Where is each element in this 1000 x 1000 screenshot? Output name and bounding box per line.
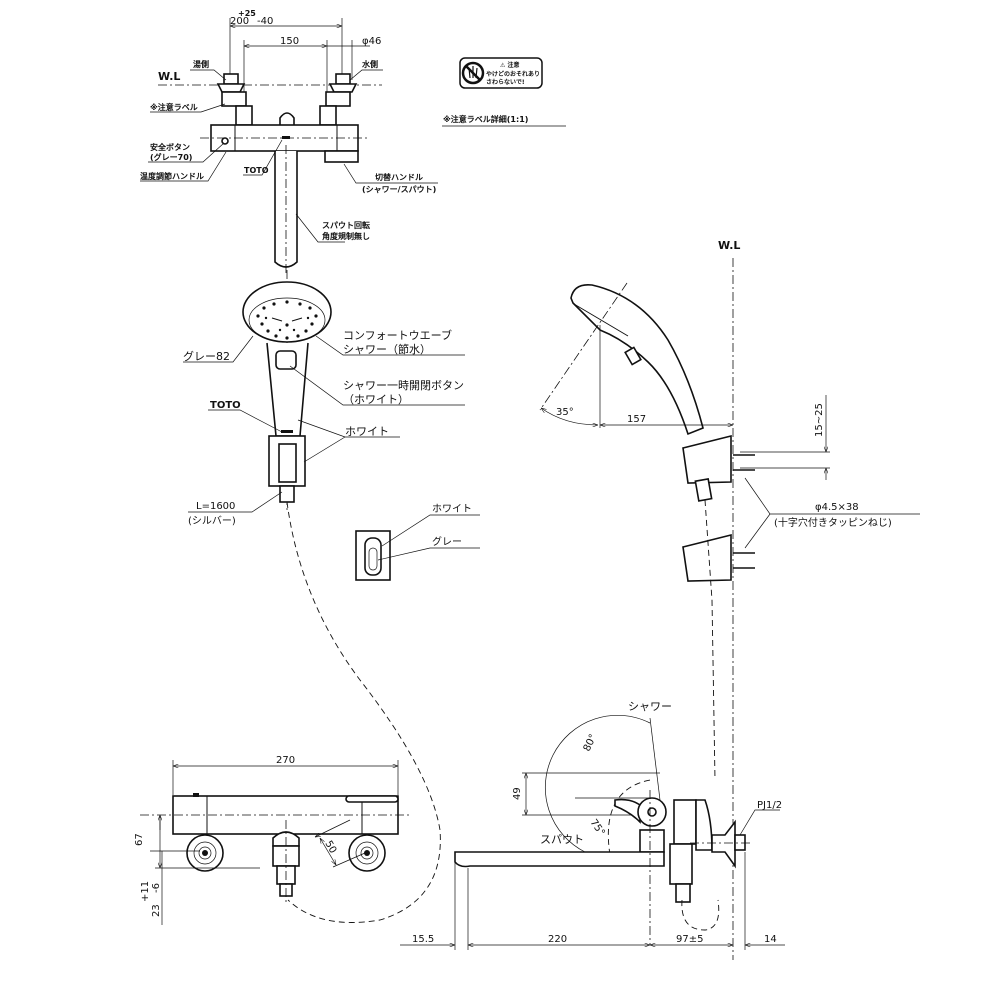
hot-inlet-wheel <box>186 834 224 872</box>
spout-side <box>454 851 665 868</box>
dim-200: 200 <box>230 16 249 27</box>
pipe-thread-label: PJ1/2 <box>757 800 782 811</box>
dim-14: 14 <box>764 934 777 945</box>
dim-97: 97±5 <box>676 934 703 945</box>
safety-button-icon <box>221 137 229 145</box>
safety-button-label: 安全ボタン <box>150 142 190 152</box>
spray-holes <box>256 300 318 340</box>
angle-arc <box>544 714 651 853</box>
spout-rotation-label: スパウト回転 <box>322 220 370 230</box>
shower-head-front: グレー82 コンフォートウエーブ シャワー（節水） シャワー一時開閉ボタン （ホ… <box>183 270 465 527</box>
lower-holder-side <box>682 533 732 582</box>
dim-tol-plus-11: +11 <box>140 881 151 902</box>
spout-direction-label: スパウト <box>540 833 584 846</box>
upper-holder-side <box>682 434 732 484</box>
caution-label-detail: ⚠ 注意 やけどのおそれあり さわらないで! ※注意ラベル詳細(1:1) <box>442 57 566 127</box>
dim-23: 23 <box>151 904 162 917</box>
dim-220: 220 <box>548 934 567 945</box>
dim-49: 49 <box>512 787 523 800</box>
screw-spec: φ4.5×38 <box>815 502 859 513</box>
top-view: +25 200 -40 150 φ46 W.L <box>140 9 438 275</box>
angle-75: 75° <box>588 817 607 838</box>
dim-157: 157 <box>627 414 646 425</box>
dim-150: 150 <box>280 36 299 47</box>
white-label: ホワイト <box>345 425 389 438</box>
spout-rotation-note: 角度規制無し <box>322 231 370 241</box>
toto-handle-label: TOTO <box>210 400 241 411</box>
dim-tol-minus: -40 <box>257 16 273 27</box>
pj-fitting <box>734 834 746 851</box>
switch-handle-label: 切替ハンドル <box>375 172 423 182</box>
dim-tol-minus-6: -6 <box>151 883 162 893</box>
bottom-side-view: シャワー 80° 49 75° スパウト PJ1/2 15.5 220 97±5… <box>400 700 785 950</box>
hot-side-label: 湯側 <box>193 59 209 69</box>
hose-color: (シルバー) <box>188 515 236 527</box>
toto-mark <box>282 136 290 139</box>
temperature-handle-label: 温度調節ハンドル <box>140 171 204 181</box>
angle-35: 35° <box>556 407 574 418</box>
switch-handle-note: (シャワー/スパウト) <box>362 184 436 194</box>
safety-button-color: (グレー70) <box>150 152 192 162</box>
dim-67: 67 <box>134 833 145 846</box>
hose-length: L=1600 <box>196 501 235 512</box>
comfort-wave-note: シャワー（節水） <box>343 342 431 356</box>
switch-handle-shape <box>324 150 359 163</box>
caution-label-caption: ※注意ラベル詳細(1:1) <box>443 114 528 124</box>
angle-80: 80° <box>582 733 599 754</box>
comfort-wave-label: コンフォートウエーブ <box>343 328 452 342</box>
hot-connector <box>216 73 253 126</box>
dim-15-25: 15~25 <box>814 403 825 437</box>
cold-side-label: 水側 <box>361 59 378 69</box>
side-water-line-label: W.L <box>718 239 740 252</box>
cold-connector <box>319 73 358 126</box>
screws <box>733 454 755 569</box>
dim-tol-plus: +25 <box>238 9 256 18</box>
label-line2: さわらないで! <box>486 79 525 86</box>
valve-body <box>673 799 697 845</box>
dim-15-5: 15.5 <box>412 934 434 945</box>
dim-phi46: φ46 <box>362 36 381 47</box>
hose-path <box>286 501 441 923</box>
pause-button-color: （ホワイト） <box>343 393 409 406</box>
label-title: ⚠ 注意 <box>500 61 519 69</box>
holder-detail: ホワイト グレー <box>355 503 480 581</box>
toto-label: TOTO <box>244 166 269 175</box>
screw-note: (十字穴付きタッピンねじ) <box>774 516 892 529</box>
pause-button <box>275 350 297 370</box>
outlet <box>279 112 295 125</box>
pause-button-label: シャワー一時開閉ボタン <box>343 379 464 392</box>
holder-gray-label: グレー <box>432 535 462 548</box>
side-view: W.L 35° 157 15~25 φ4.5×38 (十字穴付きタッピンねじ) <box>539 239 920 960</box>
dim-270: 270 <box>276 755 295 766</box>
gray-82-label: グレー82 <box>183 349 230 363</box>
cold-inlet-wheel <box>348 834 386 872</box>
label-line1: やけどのおそれあり <box>486 70 540 78</box>
holder-white-label: ホワイト <box>432 503 472 515</box>
dim-50: 50 <box>322 839 338 856</box>
hose-end <box>279 485 295 503</box>
caution-label-callout: ※注意ラベル <box>150 102 198 112</box>
shower-direction-label: シャワー <box>628 700 672 713</box>
front-view: 270 67 +11 23 -6 50 <box>134 755 410 925</box>
water-line-label: W.L <box>158 70 180 83</box>
